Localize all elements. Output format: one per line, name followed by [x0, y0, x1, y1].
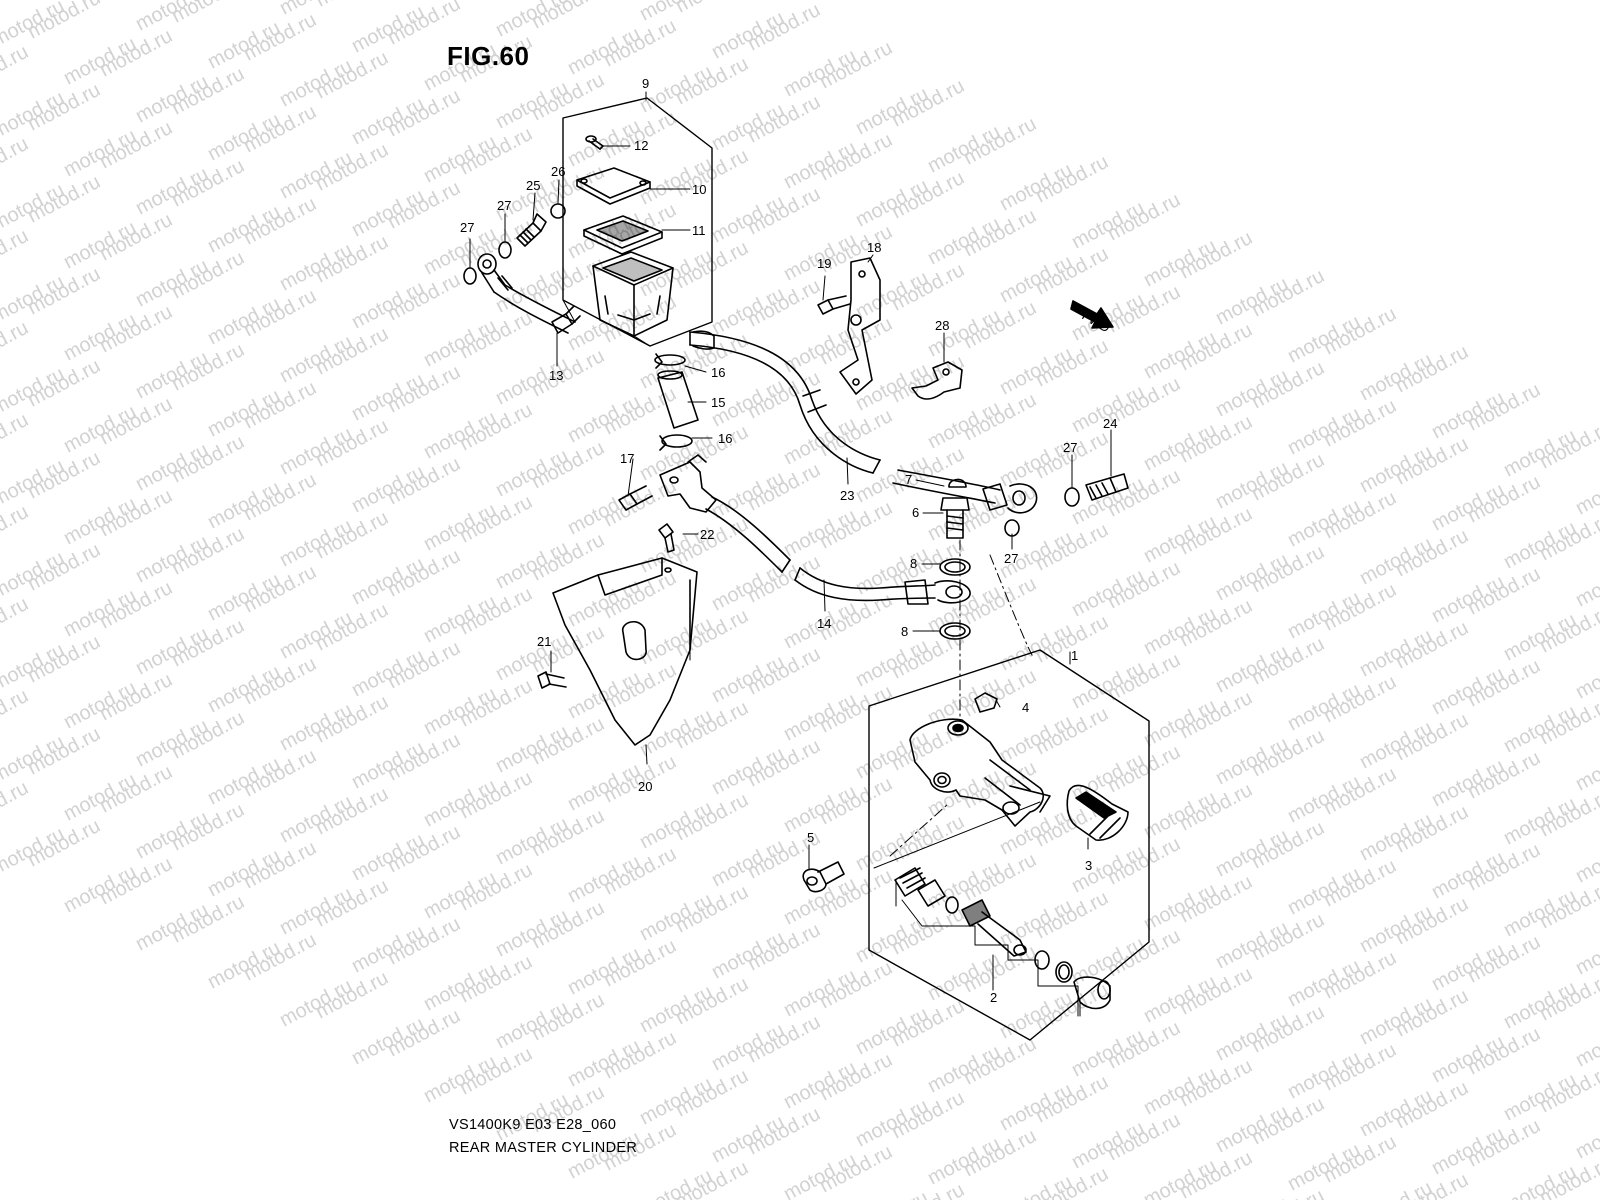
hose-15	[657, 370, 699, 429]
callout-3: 3	[1085, 858, 1092, 873]
washer-27-c	[1064, 487, 1080, 507]
union-bolt-6	[940, 497, 970, 539]
cover-20	[552, 557, 698, 746]
reservoir-group	[463, 97, 713, 347]
callout-27-c: 27	[1063, 440, 1077, 455]
hose-14	[705, 496, 971, 605]
bracket-18	[839, 257, 881, 395]
callout-24: 24	[1103, 416, 1117, 431]
union-bolt-24	[1085, 473, 1129, 501]
cylinder-body	[909, 718, 1051, 827]
bolt-19	[817, 295, 851, 315]
callout-12: 12	[634, 138, 648, 153]
callout-19: 19	[817, 256, 831, 271]
callout-15: 15	[711, 395, 725, 410]
clamp-16-upper	[654, 353, 686, 369]
callout-20: 20	[638, 779, 652, 794]
leader-lines	[469, 91, 1112, 1017]
bolt-17	[618, 485, 653, 511]
callout-8-lower: 8	[901, 624, 908, 639]
callout-18: 18	[867, 240, 881, 255]
piston-set-2	[894, 867, 1111, 1010]
callout-26: 26	[551, 164, 565, 179]
forward-label: FWD	[1080, 308, 1113, 336]
reservoir-body	[592, 251, 674, 337]
callout-7: 7	[905, 472, 912, 487]
callout-21: 21	[537, 634, 551, 649]
cap-7	[948, 478, 967, 488]
callout-16-lower: 16	[718, 431, 732, 446]
forward-arrow-icon	[1070, 300, 1114, 329]
callout-28: 28	[935, 318, 949, 333]
banjo-right	[1007, 483, 1038, 514]
diaphragm-11	[583, 215, 663, 255]
washer-27-a	[498, 241, 512, 259]
callout-27-a: 27	[497, 198, 511, 213]
callout-14: 14	[817, 616, 831, 631]
bolt-22	[658, 523, 675, 553]
callout-labels: 1 2 3 4 5 6 7 8 8 9 10 11 12 13 14 15 16…	[460, 76, 1117, 1005]
callout-27-d: 27	[1004, 551, 1018, 566]
reservoir-cap-10	[576, 167, 651, 205]
bolt-13	[551, 305, 581, 334]
bolt-21	[537, 671, 567, 689]
callout-11: 11	[692, 223, 706, 238]
callout-13: 13	[549, 368, 563, 383]
callout-9: 9	[642, 76, 649, 91]
reservoir-hose	[477, 253, 576, 334]
clamp-16-lower	[659, 434, 693, 451]
callout-4: 4	[1022, 700, 1029, 715]
callout-25: 25	[526, 178, 540, 193]
clamp-28	[911, 361, 963, 400]
washer-27-b	[463, 267, 477, 285]
bolt-5	[802, 861, 845, 893]
figure-title: FIG.60	[447, 41, 530, 71]
model-code: VS1400K9 E03 E28_060	[449, 1117, 617, 1133]
assembly-name: REAR MASTER CYLINDER	[449, 1140, 638, 1156]
callout-5: 5	[807, 830, 814, 845]
bleeder-cap-4	[974, 692, 998, 713]
callout-6: 6	[912, 505, 919, 520]
screw-12	[585, 135, 604, 150]
callout-16-upper: 16	[711, 365, 725, 380]
boot-3	[1066, 784, 1129, 841]
callout-22: 22	[700, 527, 714, 542]
hose-23	[689, 330, 1008, 511]
joint-fitting	[659, 454, 717, 513]
callout-1: 1	[1071, 648, 1078, 663]
callout-8-upper: 8	[910, 556, 917, 571]
master-cylinder-group	[802, 649, 1150, 1041]
callout-23: 23	[840, 488, 854, 503]
union-bolt-25	[516, 213, 547, 247]
gasket-8-a	[939, 558, 971, 576]
callout-17: 17	[620, 451, 634, 466]
callout-2: 2	[990, 990, 997, 1005]
callout-10: 10	[692, 182, 706, 197]
cap-26	[550, 203, 566, 219]
callout-27-b: 27	[460, 220, 474, 235]
